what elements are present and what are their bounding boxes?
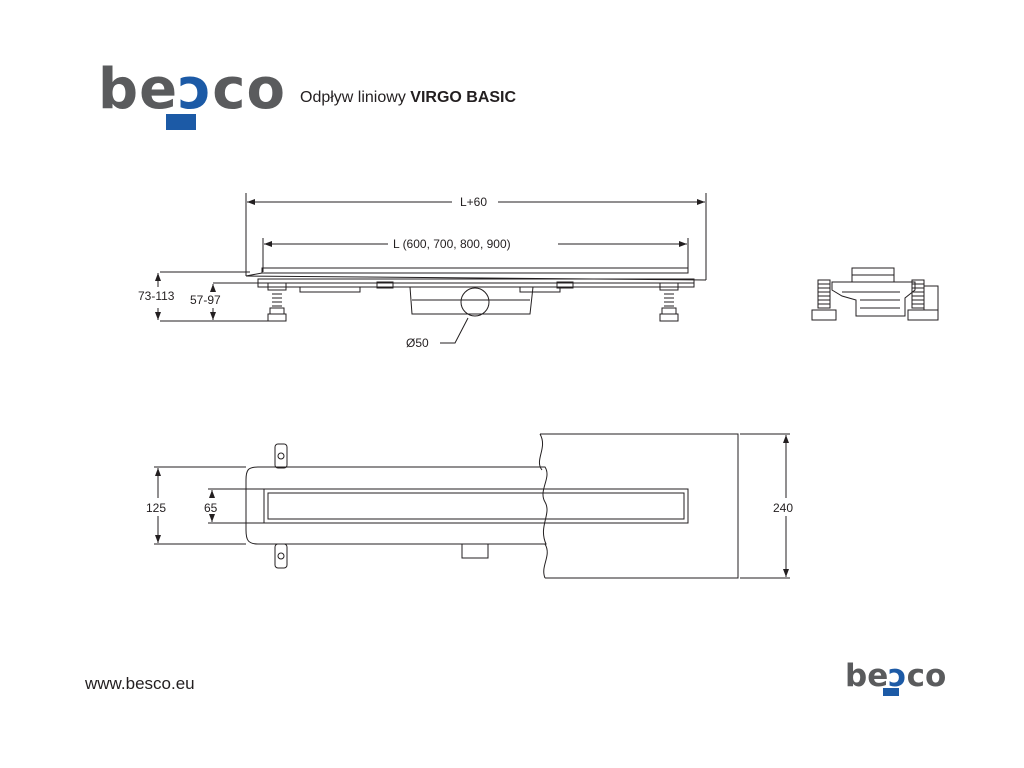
dim-width-outer: 125 xyxy=(146,501,166,515)
dim-length: L (600, 700, 800, 900) xyxy=(393,237,511,251)
website-link[interactable]: www.besco.eu xyxy=(85,674,195,693)
side-view xyxy=(811,267,939,321)
title-product: VIRGO BASIC xyxy=(410,89,517,106)
dim-section-width: 240 xyxy=(773,501,793,515)
logo-letter-s: ɔ xyxy=(178,57,213,122)
logo-footer-letters-be: be xyxy=(845,658,889,694)
dim-outlet-diameter: Ø50 xyxy=(406,336,429,350)
title-prefix: Odpływ liniowy xyxy=(300,89,406,106)
dim-overall-length: L+60 xyxy=(460,195,487,209)
besco-logo-footer: beɔco xyxy=(845,660,946,692)
logo-letters-co: co xyxy=(212,57,286,122)
dim-height-inner: 57-97 xyxy=(190,293,221,307)
logo-footer-square-icon xyxy=(883,688,899,696)
front-view xyxy=(155,193,707,344)
logo-letters-be: be xyxy=(98,57,179,122)
dim-width-inner: 65 xyxy=(204,501,218,515)
top-view xyxy=(154,433,790,579)
besco-logo: beɔco xyxy=(98,62,286,118)
page-title: Odpływ liniowy VIRGO BASIC xyxy=(300,89,516,107)
dim-height-outer: 73-113 xyxy=(138,289,175,303)
logo-square-icon xyxy=(166,114,196,130)
logo-footer-letter-s: ɔ xyxy=(888,658,907,694)
logo-footer-letters-co: co xyxy=(906,658,947,694)
